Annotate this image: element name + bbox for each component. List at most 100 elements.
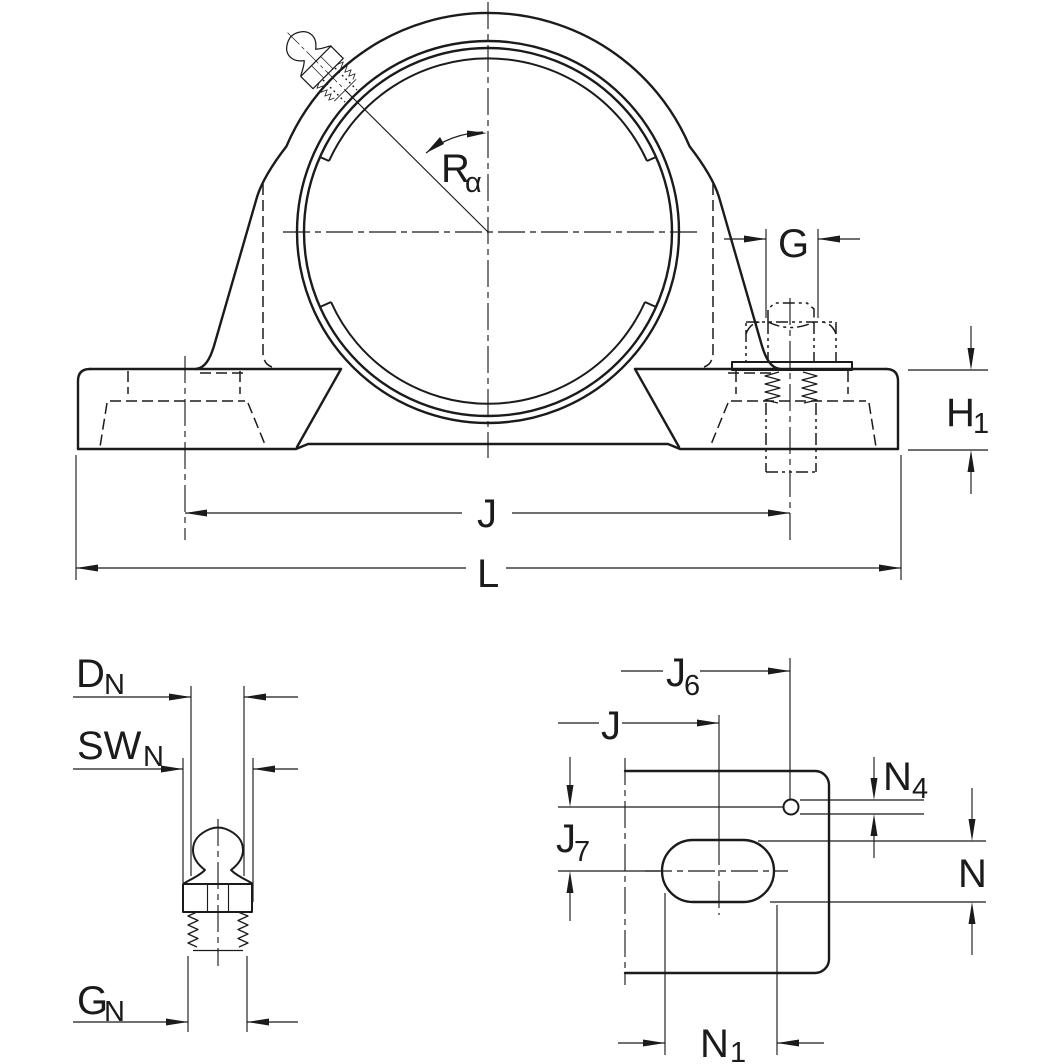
hidden-right-foot-recess bbox=[709, 371, 877, 448]
dimension-n: N bbox=[758, 788, 987, 955]
seat-notch-steps bbox=[319, 156, 657, 308]
g-arrow-right bbox=[818, 235, 840, 243]
dim-label-n: N bbox=[958, 852, 987, 896]
dim-label-radius: R bbox=[441, 147, 470, 191]
dimension-n1: N 1 bbox=[618, 893, 824, 1064]
gn-extension-lines bbox=[187, 956, 248, 1032]
base-plan-view: J 6 J N 4 J 7 bbox=[556, 651, 987, 1064]
l-arrow-left bbox=[76, 564, 98, 572]
bolt-thread-right bbox=[801, 371, 818, 404]
n1-arrow-right bbox=[777, 1039, 799, 1047]
dn-arrow-right bbox=[244, 693, 266, 701]
housing-arch-outline bbox=[194, 11, 782, 371]
angle-arrow-left bbox=[426, 137, 444, 153]
n4-reference-lines bbox=[800, 799, 924, 815]
dim-label-gn: G bbox=[77, 979, 108, 1023]
dim-label-h1: H bbox=[946, 391, 975, 435]
dim-label-n4: N bbox=[883, 755, 912, 799]
dim-label-h1-sub: 1 bbox=[973, 408, 989, 440]
radius-line bbox=[344, 89, 489, 233]
gn-arrow-left bbox=[166, 1018, 188, 1026]
n-arrow-bottom bbox=[968, 902, 976, 924]
dim-label-j6-sub: 6 bbox=[684, 670, 700, 702]
bore-circle bbox=[302, 46, 674, 418]
dim-label-j6: J bbox=[666, 651, 686, 695]
dim-label-gn-sub: N bbox=[104, 996, 125, 1028]
dim-label-j7: J bbox=[556, 817, 576, 861]
base-bottom-edge bbox=[76, 442, 900, 451]
bolt-end bbox=[767, 302, 815, 322]
dim-label-dn: D bbox=[76, 652, 105, 696]
dimension-radius-alpha: R α bbox=[425, 130, 487, 199]
g-extension-lines bbox=[765, 229, 819, 318]
j-arrow-right bbox=[768, 509, 790, 517]
j6-arrow bbox=[768, 667, 790, 675]
l-arrow-right bbox=[879, 564, 901, 572]
g-arrow-left bbox=[744, 235, 766, 243]
base-plan-outline bbox=[623, 769, 831, 975]
hex-nut-chamfer bbox=[745, 321, 837, 335]
n4-arrow-bottom bbox=[870, 814, 878, 836]
seat-recess-top-arc bbox=[328, 57, 648, 162]
n-reference-lines bbox=[758, 840, 986, 903]
bolt-thread-left bbox=[764, 371, 781, 404]
h1-arrow-bottom bbox=[967, 450, 975, 472]
seat-outer-circle bbox=[295, 39, 681, 425]
j7-arrow-top bbox=[566, 785, 574, 807]
j7-arrow-bottom bbox=[566, 871, 574, 893]
dimension-j-plan: J bbox=[558, 704, 720, 838]
h1-arrow-top bbox=[967, 348, 975, 370]
n-arrow-top bbox=[968, 819, 976, 841]
dn-extension-lines bbox=[190, 686, 245, 876]
angle-arrow-right bbox=[467, 130, 487, 138]
hidden-body-side-right bbox=[703, 184, 714, 368]
dim-label-n1: N bbox=[700, 1022, 729, 1064]
j-arrow-left bbox=[185, 509, 207, 517]
j-plan-arrow bbox=[697, 719, 719, 727]
dowel-hole bbox=[782, 798, 800, 816]
dim-label-j-front: J bbox=[477, 492, 497, 536]
grease-nipple-detail-view: D N SW N G N bbox=[73, 652, 298, 1032]
dimension-n4: N 4 bbox=[800, 755, 928, 858]
dim-label-j7-sub: 7 bbox=[574, 836, 590, 868]
dimension-g: G bbox=[724, 222, 860, 318]
attachment-bolt-phantom bbox=[731, 302, 853, 473]
dimension-j6: J 6 bbox=[621, 651, 791, 799]
front-view: R α G H 1 J bbox=[75, 2, 989, 596]
dim-label-swn: SW bbox=[77, 724, 142, 768]
dimension-j7: J 7 bbox=[556, 757, 590, 921]
l-extension-lines bbox=[75, 455, 902, 580]
dimension-dn: D N bbox=[73, 652, 298, 876]
bolt-slot bbox=[660, 838, 776, 904]
dimension-swn: SW N bbox=[73, 724, 298, 902]
n1-arrow-left bbox=[643, 1039, 665, 1047]
dn-arrow-left bbox=[169, 693, 191, 701]
dim-label-g: G bbox=[778, 222, 809, 266]
swn-arrow-right bbox=[253, 765, 275, 773]
swn-extension-lines bbox=[182, 758, 254, 902]
dim-label-l: L bbox=[477, 552, 499, 596]
dim-label-swn-sub: N bbox=[143, 741, 164, 773]
seat-recess-bottom-arc bbox=[330, 301, 646, 405]
hidden-left-foot-recess bbox=[99, 371, 267, 448]
dimension-j-front: J bbox=[185, 492, 790, 536]
rib-edges bbox=[295, 367, 681, 449]
hidden-body-side-left bbox=[262, 184, 273, 368]
hex-nut-facets bbox=[767, 322, 815, 362]
washer bbox=[731, 361, 853, 371]
dim-label-radius-sub: α bbox=[465, 167, 482, 199]
n4-arrow-top bbox=[870, 778, 878, 800]
grease-nipple-detail bbox=[182, 818, 254, 967]
n1-extension-lines bbox=[664, 893, 778, 1055]
gn-arrow-right bbox=[247, 1018, 269, 1026]
nipple-tapped-hole-dotted bbox=[322, 67, 358, 103]
dim-label-n1-sub: 1 bbox=[730, 1037, 746, 1064]
dim-label-n4-sub: 4 bbox=[912, 773, 928, 805]
dimension-gn: G N bbox=[73, 956, 298, 1032]
dimension-h1: H 1 bbox=[908, 326, 989, 494]
swn-arrow-left bbox=[161, 765, 183, 773]
bolt-shank-in-foundation bbox=[765, 403, 817, 473]
h1-extension-lines bbox=[908, 369, 988, 451]
